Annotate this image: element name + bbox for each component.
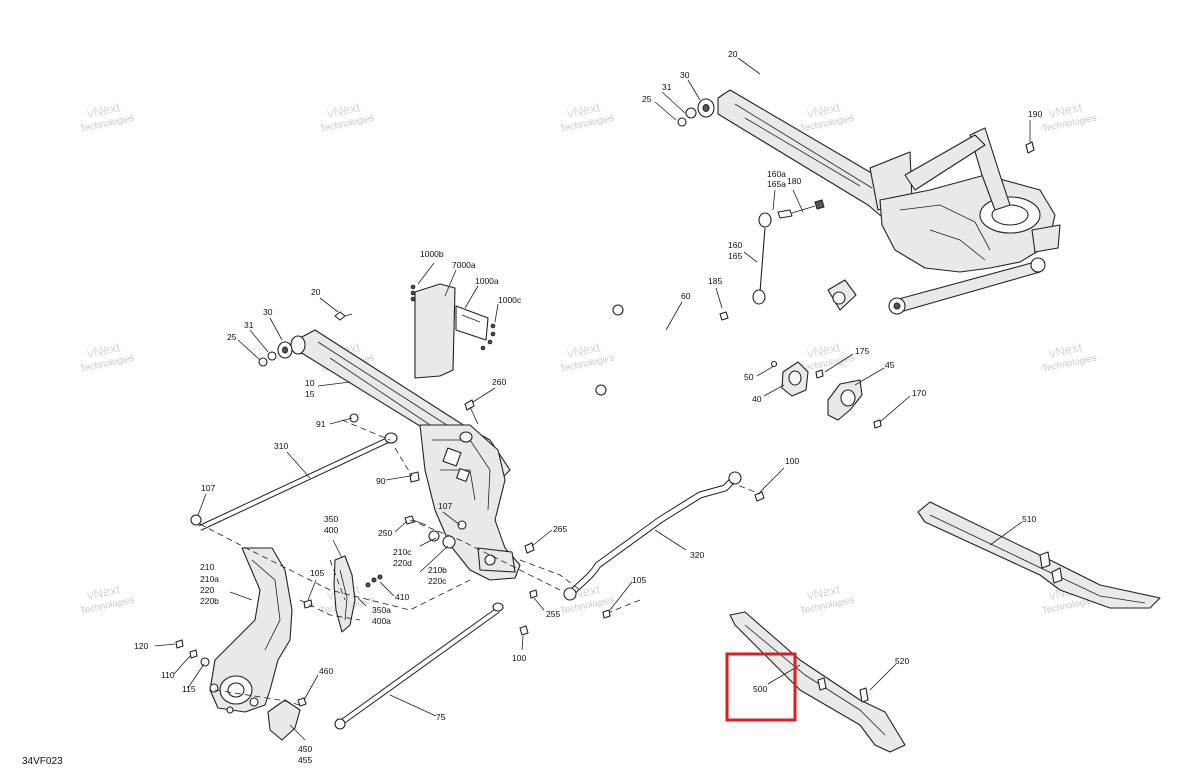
callout-400: 400 [324, 525, 338, 535]
callout-220d: 220d [393, 558, 412, 568]
callout-170: 170 [912, 388, 926, 398]
callout-320: 320 [690, 550, 704, 560]
callout-260: 260 [492, 377, 506, 387]
callout-110: 110 [161, 670, 175, 680]
svg-text:vNext: vNext [1048, 99, 1084, 121]
bolts-center [404, 399, 538, 636]
callout-91: 91 [316, 419, 326, 429]
callout-20: 20 [728, 49, 738, 59]
callout-120: 120 [134, 641, 148, 651]
assembled-suspension-arm [677, 89, 1061, 315]
callout-185: 185 [708, 276, 722, 286]
callout-450: 450 [298, 744, 312, 754]
callout-455: 455 [298, 755, 312, 765]
callout-255: 255 [546, 609, 560, 619]
svg-text:vNext: vNext [1048, 339, 1084, 361]
callout-190: 190 [1028, 109, 1042, 119]
assembly-dashed-lines [199, 419, 761, 706]
callout-350a: 350a [372, 605, 391, 615]
slide-rail-500 [729, 611, 906, 753]
callout-350: 350 [324, 514, 338, 524]
svg-text:vNext: vNext [566, 99, 602, 121]
callout-115: 115 [182, 684, 196, 694]
callout-220c: 220c [428, 576, 447, 586]
sway-link-rod [563, 471, 765, 619]
callout-210a: 210a [200, 574, 219, 584]
small-guard [267, 697, 307, 741]
svg-text:vNext: vNext [86, 99, 122, 121]
callout-labels: 20 30 31 25 190 160a 165a 180 160 165 18… [134, 49, 1042, 765]
callout-165a: 165a [767, 179, 786, 189]
callout-1000c: 1000c [498, 295, 522, 305]
callout-15: 15 [305, 389, 315, 399]
callout-75: 75 [436, 712, 446, 722]
callout-31b: 31 [244, 320, 254, 330]
callout-1000a: 1000a [475, 276, 499, 286]
svg-text:vNext: vNext [326, 99, 362, 121]
callout-107a: 107 [201, 483, 215, 493]
splash-guard [410, 283, 496, 379]
svg-text:vNext: vNext [806, 339, 842, 361]
callout-105a: 105 [310, 568, 324, 578]
callout-165: 165 [728, 251, 742, 261]
callout-1000b: 1000b [420, 249, 444, 259]
callout-210c: 210c [393, 547, 412, 557]
shock-bracket [175, 547, 313, 714]
callout-100a: 100 [512, 653, 526, 663]
callout-30b: 30 [263, 307, 273, 317]
callout-30: 30 [680, 70, 690, 80]
callout-10: 10 [305, 378, 315, 388]
callout-90: 90 [376, 476, 386, 486]
svg-text:vNext: vNext [566, 339, 602, 361]
callout-410: 410 [395, 592, 409, 602]
callout-175: 175 [855, 346, 869, 356]
callout-40: 40 [752, 394, 762, 404]
sway-bar [595, 198, 858, 396]
callout-160a: 160a [767, 169, 786, 179]
callout-107b: 107 [438, 501, 452, 511]
callout-160: 160 [728, 240, 742, 250]
rotating-guard [333, 555, 383, 633]
stabilizer-link [719, 199, 825, 321]
callout-50: 50 [744, 372, 754, 382]
sway-bar-clamps [770, 360, 882, 429]
callout-25: 25 [642, 94, 652, 104]
leader-lines [154, 57, 1031, 741]
highlight-box-500 [725, 652, 797, 722]
slide-rail-510 [917, 501, 1161, 609]
callout-180: 180 [787, 176, 801, 186]
callout-7000a: 7000a [452, 260, 476, 270]
callout-31: 31 [662, 82, 672, 92]
callout-220: 220 [200, 585, 214, 595]
callout-210: 210 [200, 562, 214, 572]
trailing-arm-assembly [258, 311, 521, 581]
callout-510: 510 [1022, 514, 1036, 524]
callout-265: 265 [553, 524, 567, 534]
callout-500: 500 [753, 684, 767, 694]
callout-250: 250 [378, 528, 392, 538]
svg-text:vNext: vNext [86, 339, 122, 361]
svg-text:vNext: vNext [86, 581, 122, 603]
callout-460: 460 [319, 666, 333, 676]
callout-25b: 25 [227, 332, 237, 342]
callout-520: 520 [895, 656, 909, 666]
svg-text:vNext: vNext [806, 99, 842, 121]
callout-210b: 210b [428, 565, 447, 575]
diagram-code: 34VF023 [22, 756, 63, 767]
callout-45: 45 [885, 360, 895, 370]
callout-60: 60 [681, 291, 691, 301]
callout-100b: 100 [785, 456, 799, 466]
upper-link-rod [190, 413, 420, 531]
callout-310: 310 [274, 441, 288, 451]
callout-20b: 20 [311, 287, 321, 297]
callout-220b: 220b [200, 596, 219, 606]
lower-link-rod [334, 602, 504, 730]
callout-105b: 105 [632, 575, 646, 585]
callout-400a: 400a [372, 616, 391, 626]
svg-text:vNext: vNext [806, 581, 842, 603]
